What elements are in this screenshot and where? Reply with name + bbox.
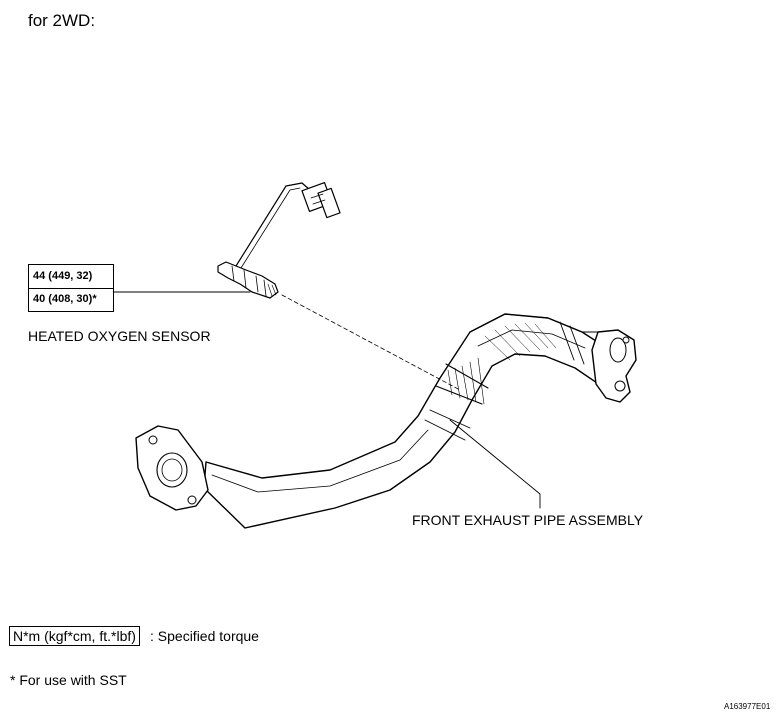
legend-description: : Specified torque xyxy=(150,628,259,644)
torque-divider xyxy=(29,288,113,289)
right-flange xyxy=(591,329,637,403)
pipe-leader-line xyxy=(449,419,541,509)
sst-note: * For use with SST xyxy=(10,672,127,688)
pipe-label: FRONT EXHAUST PIPE ASSEMBLY xyxy=(412,512,644,528)
sensor-label: HEATED OXYGEN SENSOR xyxy=(28,328,211,344)
page-heading: for 2WD: xyxy=(28,11,96,30)
left-flange xyxy=(135,425,209,511)
torque-value-sst: 40 (408, 30)* xyxy=(33,293,97,305)
legend-unit-box: N*m (kgf*cm, ft.*lbf) xyxy=(9,626,140,647)
torque-value-standard: 44 (449, 32) xyxy=(33,270,93,282)
sensor-insertion-line xyxy=(281,294,461,391)
torque-spec-box: 44 (449, 32) 40 (408, 30)* xyxy=(28,264,114,312)
oxygen-sensor xyxy=(217,181,461,391)
front-exhaust-pipe xyxy=(203,313,613,529)
reference-code: A163977E01 xyxy=(724,702,771,711)
